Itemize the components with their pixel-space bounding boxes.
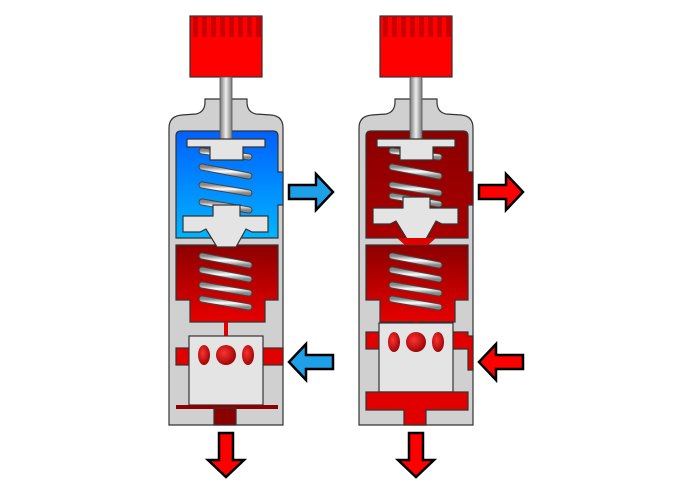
spool-port-hole [432, 332, 444, 352]
inlet-arrow-left-icon [287, 340, 335, 384]
exhaust-arrow-right-icon [477, 170, 525, 214]
knob-grip-stripe [410, 17, 415, 37]
knob-grip-stripe [446, 17, 451, 37]
inlet-passage-left [175, 347, 190, 366]
relief-valve-closed [168, 15, 335, 479]
knob-grip-stripe [437, 17, 442, 37]
knob-grip-stripe [202, 17, 207, 37]
lower-chamber [365, 244, 469, 323]
spool-port-hole [216, 345, 236, 365]
knob-grip-stripe [428, 17, 433, 37]
inlet-passage-right [262, 347, 284, 366]
spring-coil-highlight [199, 164, 252, 179]
adjustment-stem [219, 76, 233, 141]
knob-grip-stripe [238, 17, 243, 37]
knob-grip-stripe [383, 17, 388, 37]
knob-grip-stripe [220, 17, 225, 37]
knob-grip-stripe [193, 17, 198, 37]
poppet-piston [182, 204, 269, 248]
exhaust-arrow-right-icon [287, 170, 335, 214]
spring-coil-highlight [389, 296, 442, 310]
spring-coil-highlight [199, 296, 252, 310]
outlet-arrow-down-icon [394, 431, 438, 479]
spool-port-hole [388, 332, 400, 352]
knob-grip-stripe [401, 17, 406, 37]
outlet-arrow-down-icon [204, 431, 248, 479]
outlet-passage [365, 391, 469, 426]
upper-chamber [175, 130, 284, 239]
open-flow-passage [397, 238, 436, 245]
relief-valve-open [358, 15, 525, 479]
outlet-seal [176, 405, 278, 409]
spring-coil-highlight [389, 164, 442, 179]
knob-grip-stripe [392, 17, 397, 37]
spring-coil-highlight [389, 253, 442, 268]
knob-grip-stripe [419, 17, 424, 37]
spool-port-hole [242, 345, 254, 365]
lower-chamber [175, 244, 279, 323]
spool-port-hole [406, 332, 426, 352]
outlet-passage [213, 407, 237, 426]
spring-coil-highlight [389, 182, 442, 196]
adjustment-stem [409, 76, 423, 141]
knob-grip-stripe [247, 17, 252, 37]
spool-rod [224, 322, 228, 336]
spring-top-plate [186, 138, 266, 161]
spring-coil-highlight [199, 267, 252, 282]
spring-coil-highlight [199, 182, 252, 196]
spring-coil-highlight [199, 253, 252, 268]
knob-grip-stripe [256, 17, 261, 37]
spring-top-plate [376, 138, 456, 161]
inlet-passage-right [452, 331, 474, 371]
knob-grip-stripe [211, 17, 216, 37]
spool-port-hole [198, 345, 210, 365]
spring-coil-highlight [389, 282, 442, 296]
inlet-passage-left [365, 331, 380, 350]
inlet-arrow-left-icon [477, 340, 525, 384]
spring-coil-highlight [199, 282, 252, 296]
knob-grip-stripe [229, 17, 234, 37]
spring-coil-highlight [389, 267, 442, 282]
